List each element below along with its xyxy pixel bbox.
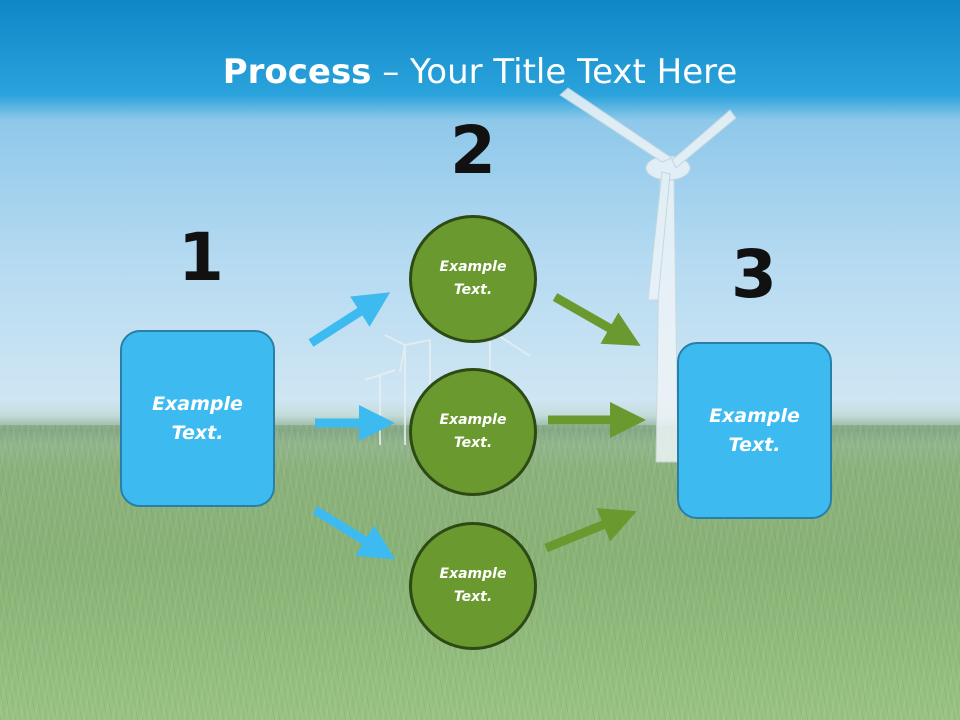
circle-bottom[interactable]: Example Text. — [409, 522, 537, 650]
step-number-2: 2 — [450, 112, 496, 189]
circle-middle-line1: Example — [439, 412, 507, 428]
right-box-line2: Text. — [728, 433, 781, 456]
title-bold: Process — [222, 52, 372, 92]
circle-top-line2: Text. — [453, 282, 493, 298]
circle-bottom-line2: Text. — [453, 589, 493, 605]
circle-top-line1: Example — [439, 259, 507, 275]
large-turbine — [559, 87, 737, 463]
slide-title: Process – Your Title Text Here — [0, 52, 960, 92]
right-box-line1: Example — [709, 404, 800, 427]
blue-arrow-up — [308, 292, 391, 347]
step-number-1: 1 — [178, 219, 224, 296]
green-arrow-up — [544, 508, 637, 553]
circle-bottom-line1: Example — [439, 566, 507, 582]
step-number-3: 3 — [731, 236, 777, 313]
green-arrow-down — [552, 293, 641, 346]
left-text-box[interactable]: Example Text. — [120, 330, 275, 507]
circle-middle[interactable]: Example Text. — [409, 368, 537, 496]
circle-top[interactable]: Example Text. — [409, 215, 537, 343]
blue-arrow-down — [312, 506, 396, 560]
circle-middle-line2: Text. — [453, 435, 493, 451]
right-text-box[interactable]: Example Text. — [677, 342, 832, 519]
left-box-line1: Example — [152, 392, 243, 415]
left-box-line2: Text. — [171, 421, 224, 444]
title-rest: – Your Title Text Here — [371, 52, 738, 92]
